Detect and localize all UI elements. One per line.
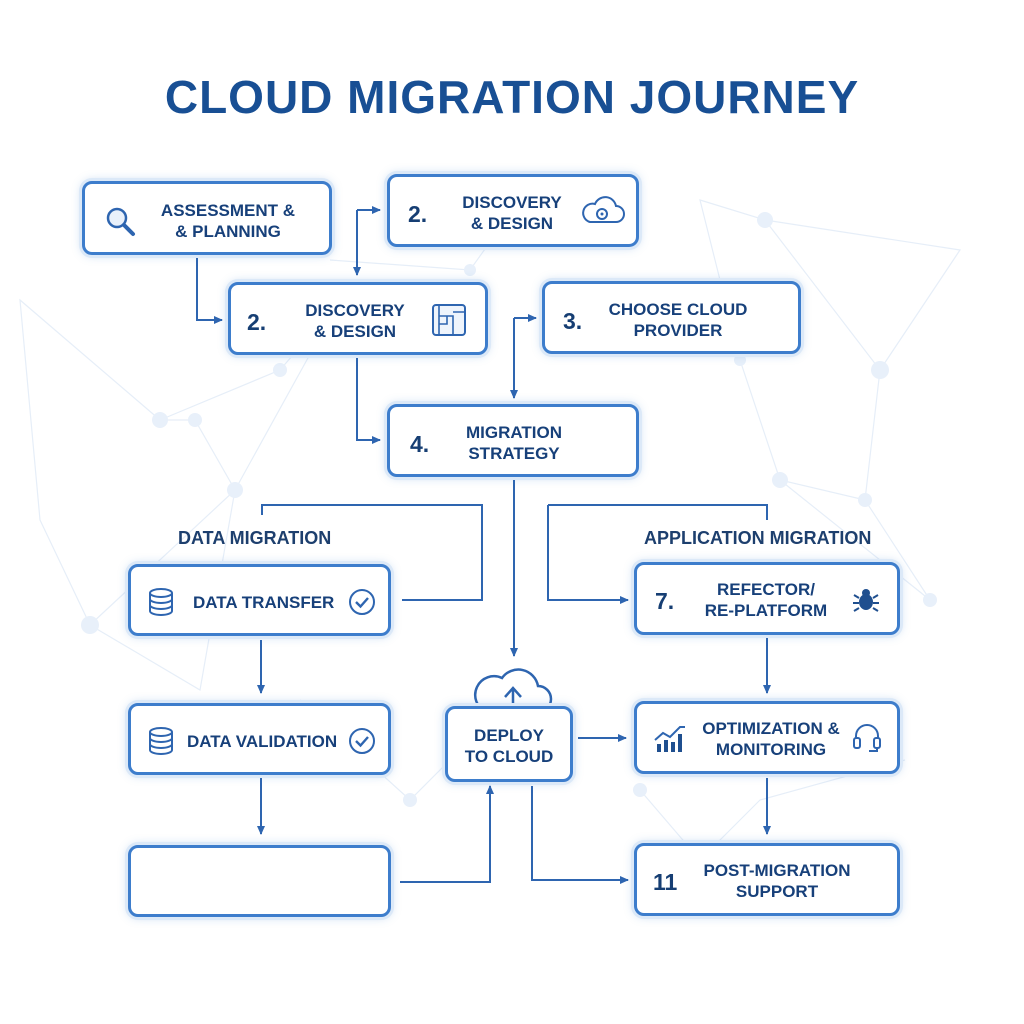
node-discovery[interactable]: 2. DISCOVERY& DESIGN <box>228 282 488 355</box>
blueprint-icon <box>432 304 466 336</box>
step-number: 4. <box>410 431 430 457</box>
node-optimization-monitoring[interactable]: OPTIMIZATION &MONITORING <box>634 701 900 774</box>
step-number: 2. <box>247 309 267 335</box>
arrow-discovery-to-strategy <box>356 356 381 444</box>
headset-icon <box>853 724 881 752</box>
step-number: 7. <box>655 588 675 614</box>
node-refactor-replatform[interactable]: 7. REFECTOR/RE-PLATFORM <box>634 562 900 635</box>
node-label: ASSESSMENT && PLANNING <box>160 201 296 241</box>
bug-icon <box>853 589 879 612</box>
check-circle-icon <box>349 589 375 615</box>
node-label: DATA VALIDATION <box>187 732 338 751</box>
magnifier-icon <box>106 207 135 236</box>
bar-chart-icon <box>654 726 685 752</box>
node-assessment[interactable]: ASSESSMENT && PLANNING <box>82 181 332 255</box>
node-label: DISCOVERY& DESIGN <box>462 193 562 233</box>
node-data-transfer[interactable]: DATA TRANSFER <box>128 564 391 636</box>
page-title: CLOUD MIGRATION JOURNEY <box>164 71 860 123</box>
arrow-empty-to-deploy <box>400 785 494 883</box>
node-label: REFECTOR/RE-PLATFORM <box>704 580 828 620</box>
node-data-validation[interactable]: DATA VALIDATION <box>128 703 391 775</box>
arrow-assessment-to-discovery <box>196 255 223 324</box>
line-strategy-to-data <box>261 504 483 601</box>
step-number: 2. <box>408 201 428 227</box>
node-discovery-top[interactable]: 2. DISCOVERY& DESIGN <box>387 174 639 247</box>
node-label: DATA TRANSFER <box>193 593 335 612</box>
arrow-deploy-to-support <box>531 786 629 884</box>
step-number: 11 <box>653 869 678 895</box>
node-label: DISCOVERY& DESIGN <box>305 301 405 341</box>
arrow-strategy-to-application <box>547 504 768 600</box>
cloud-upload-icon <box>473 668 553 714</box>
node-label: OPTIMIZATION &MONITORING <box>702 719 840 759</box>
section-label-data-migration: DATA MIGRATION <box>178 528 332 548</box>
check-circle-icon <box>349 728 375 754</box>
node-empty[interactable] <box>128 845 391 917</box>
step-number: 3. <box>563 308 583 334</box>
section-label-application-migration: APPLICATION MIGRATION <box>644 528 872 548</box>
database-icon <box>149 588 173 616</box>
cloud-gear-icon <box>582 196 625 223</box>
database-icon <box>149 727 173 755</box>
